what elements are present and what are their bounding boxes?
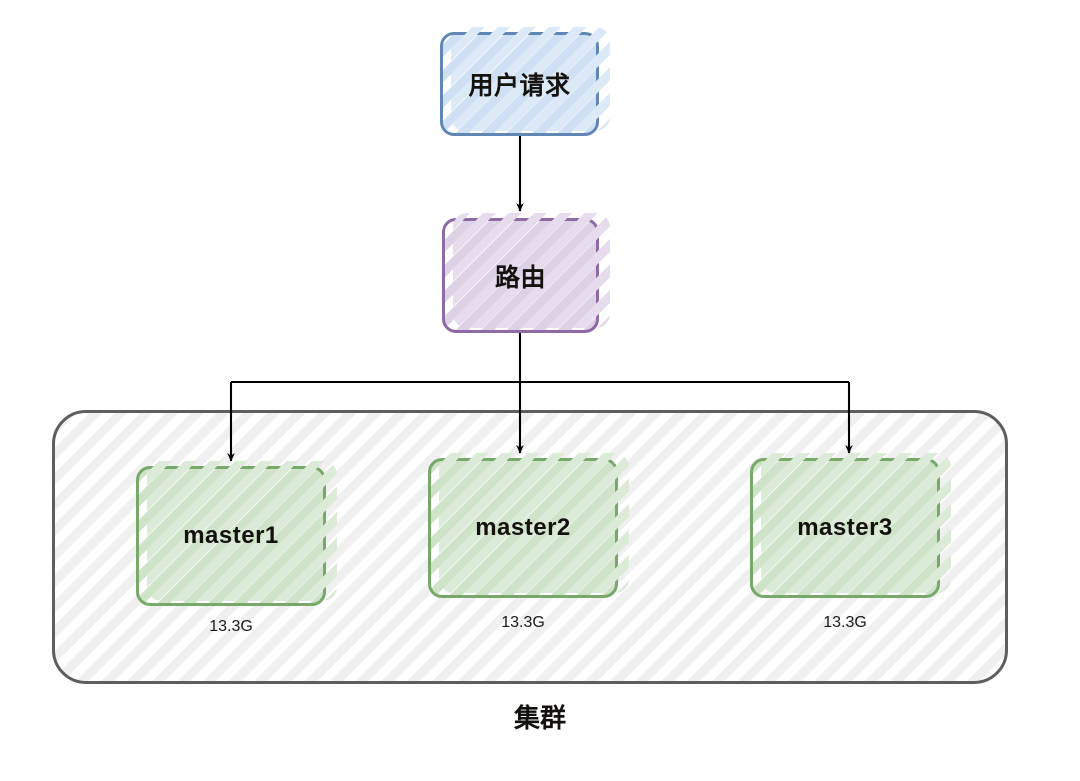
capacity-label-master3: 13.3G xyxy=(823,614,867,631)
node-master1-label: master1 xyxy=(183,522,279,549)
cluster-caption: 集群 xyxy=(513,703,566,733)
user-request-hatch-decoration xyxy=(451,27,610,131)
node-user-request-label: 用户请求 xyxy=(468,72,571,100)
master2-hatch-decoration xyxy=(439,453,629,593)
node-master2-label: master2 xyxy=(475,514,571,541)
node-master2[interactable]: master2 xyxy=(428,453,629,598)
node-routing[interactable]: 路由 xyxy=(442,213,610,333)
node-master3-label: master3 xyxy=(797,514,893,541)
node-master3[interactable]: master3 xyxy=(750,453,951,598)
master3-hatch-decoration xyxy=(761,453,951,593)
node-master1[interactable]: master1 xyxy=(136,461,337,606)
master1-hatch-decoration xyxy=(147,461,337,601)
node-user-request[interactable]: 用户请求 xyxy=(440,27,610,136)
routing-hatch-decoration xyxy=(453,213,610,328)
capacity-label-master1: 13.3G xyxy=(209,618,253,635)
capacity-label-master2: 13.3G xyxy=(501,614,545,631)
node-routing-label: 路由 xyxy=(494,263,546,292)
